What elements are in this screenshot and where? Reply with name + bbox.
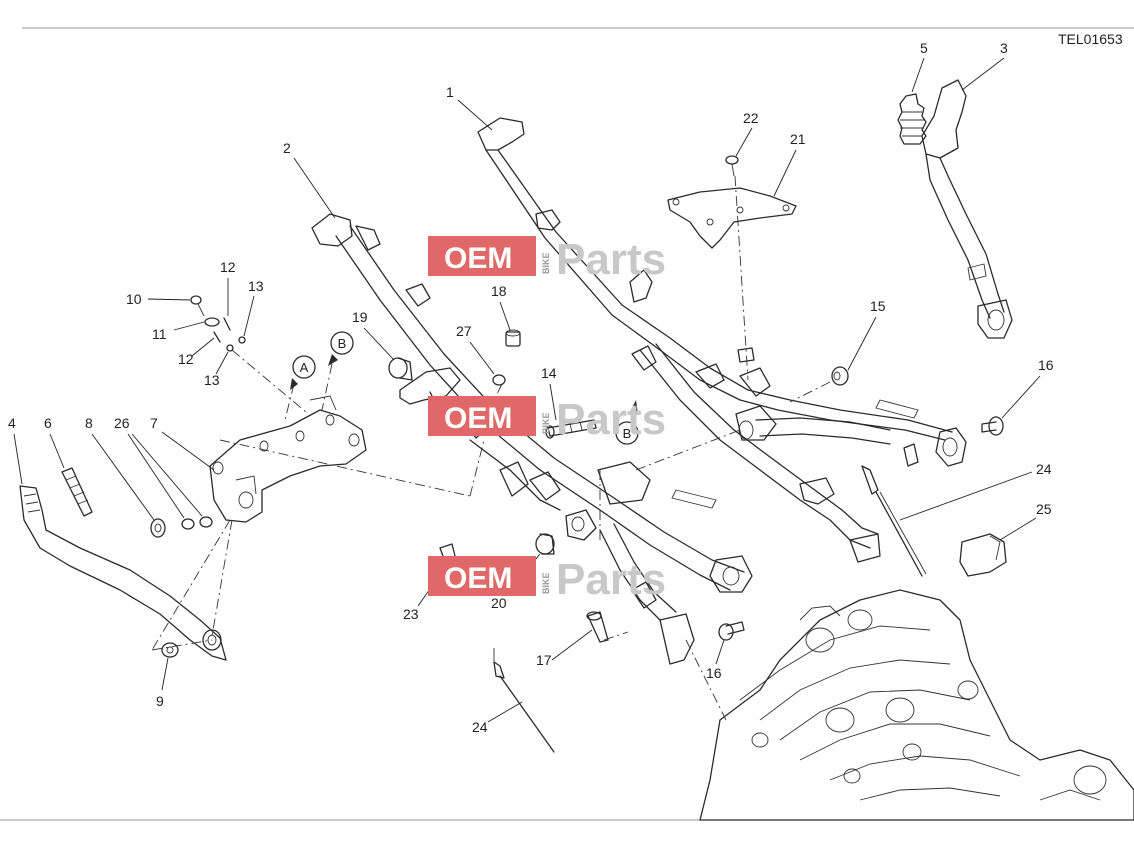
- callout-1: 1: [446, 84, 454, 100]
- callout-24-lower: 24: [472, 719, 488, 735]
- clip-nut: [737, 347, 755, 363]
- svg-text:OEM: OEM: [444, 242, 512, 275]
- svg-text:BIKE: BIKE: [541, 572, 551, 594]
- svg-text:B: B: [623, 426, 632, 441]
- callout-24-right: 24: [1036, 461, 1052, 477]
- spring-part-12: [213, 317, 231, 343]
- svg-text:OEM: OEM: [444, 402, 512, 435]
- washer-part-11: [204, 317, 220, 327]
- svg-text:BIKE: BIKE: [541, 252, 551, 274]
- bolt-part-17: [586, 611, 609, 643]
- callout-13-top: 13: [248, 278, 264, 294]
- callout-4: 4: [8, 415, 16, 431]
- callout-12-top: 12: [220, 259, 236, 275]
- callout-25: 25: [1036, 501, 1052, 517]
- svg-text:Parts: Parts: [556, 555, 666, 604]
- mounting-plate-part-21: [667, 187, 797, 249]
- callout-20: 20: [491, 595, 507, 611]
- watermark-middle: OEM BIKE Parts: [428, 395, 666, 444]
- washer-part-27: [492, 374, 506, 386]
- footpeg-bracket-part-3: [921, 79, 1013, 339]
- svg-text:BIKE: BIKE: [541, 412, 551, 434]
- engine-block: [699, 589, 1134, 821]
- bolt-part-16-lower: [718, 621, 745, 641]
- callout-10: 10: [126, 291, 142, 307]
- watermark-bottom: OEM BIKE Parts: [428, 555, 666, 604]
- rubber-boot-part-6: [61, 467, 93, 517]
- rubber-boot-part-5: [897, 93, 927, 145]
- callout-26: 26: [114, 415, 130, 431]
- cable-tie-part-24-lower: [493, 648, 555, 753]
- callout-7: 7: [150, 415, 158, 431]
- callout-6: 6: [44, 415, 52, 431]
- callout-12-mid: 12: [178, 351, 194, 367]
- subframe-part-2: [311, 213, 753, 665]
- callout-16-right: 16: [1038, 357, 1054, 373]
- bolt-part-14: [545, 419, 597, 439]
- callout-2: 2: [283, 140, 291, 156]
- callout-22: 22: [743, 110, 759, 126]
- svg-text:Parts: Parts: [556, 395, 666, 444]
- reference-marker-a: A: [290, 355, 316, 390]
- label-plate-center: [671, 489, 717, 509]
- svg-text:A: A: [300, 360, 309, 375]
- callout-23: 23: [403, 606, 419, 622]
- label-plate-right: [875, 399, 919, 419]
- callout-21: 21: [790, 131, 806, 147]
- reference-marker-b-left: B: [328, 331, 354, 366]
- watermark-top: OEM BIKE Parts: [428, 235, 666, 284]
- screw-part-22: [725, 155, 739, 177]
- svg-text:B: B: [338, 336, 347, 351]
- reference-marker-b-center: B: [615, 400, 639, 445]
- callout-11: 11: [152, 326, 167, 342]
- spring-part-8: [150, 518, 166, 538]
- callout-17: 17: [536, 652, 552, 668]
- callout-27: 27: [456, 323, 472, 339]
- callout-8: 8: [85, 415, 93, 431]
- callout-5: 5: [920, 40, 928, 56]
- callout-16-lower: 16: [706, 665, 722, 681]
- reference-code: TEL01653: [1058, 31, 1123, 47]
- callout-14: 14: [541, 365, 557, 381]
- footrest-lever-part-4: [19, 485, 227, 661]
- callout-13-mid: 13: [204, 372, 220, 388]
- callout-19: 19: [352, 309, 368, 325]
- bolt-part-16-right: [981, 416, 1004, 436]
- callout-3: 3: [1000, 40, 1008, 56]
- spacer-part-15: [831, 366, 849, 386]
- svg-text:OEM: OEM: [444, 562, 512, 595]
- footpeg-bracket-part-7: [209, 395, 367, 523]
- washers-part-26: [181, 516, 213, 530]
- callout-18: 18: [491, 283, 507, 299]
- cover-part-25: [959, 533, 1007, 577]
- bushing-part-20: [535, 533, 555, 555]
- ball-part-13: [226, 336, 246, 352]
- callout-9: 9: [156, 693, 164, 709]
- callout-15: 15: [870, 298, 886, 314]
- screw-part-10: [190, 295, 205, 317]
- washer-part-9: [161, 642, 179, 658]
- cable-tie-part-24-right: [861, 465, 927, 577]
- svg-text:Parts: Parts: [556, 235, 666, 284]
- subframe-part-1: [477, 117, 967, 563]
- cap-part-18: [505, 329, 521, 347]
